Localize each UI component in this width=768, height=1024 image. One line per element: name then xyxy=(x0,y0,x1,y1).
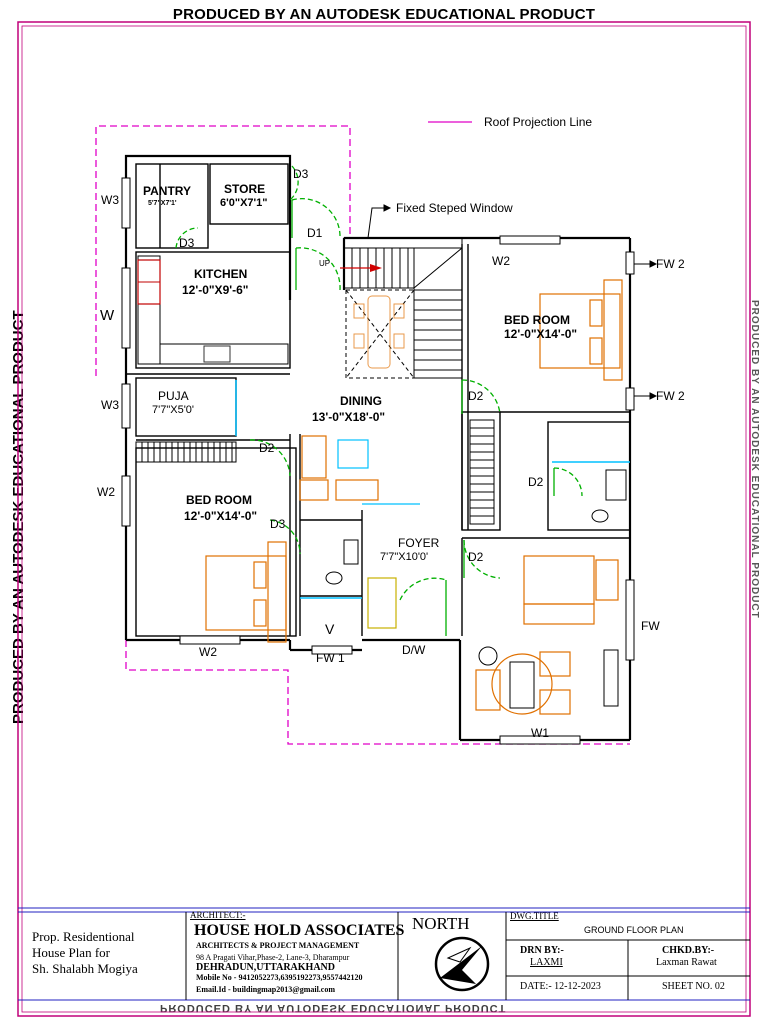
bedroom2-size: 12'-0"X14'-0" xyxy=(504,327,578,341)
dining-table-icon xyxy=(353,295,405,369)
sheet-border xyxy=(17,21,751,1017)
window-fw2 xyxy=(625,251,635,275)
bedroom1-label: BED ROOM xyxy=(186,493,252,507)
window-w xyxy=(121,267,131,349)
toilet-icon xyxy=(591,509,609,523)
shoe-rack-icon xyxy=(367,577,397,629)
window-w3 xyxy=(121,177,131,229)
stair-up-label: UP xyxy=(319,259,331,268)
bed-icon xyxy=(205,541,287,643)
door-label: D2 xyxy=(468,550,484,564)
kitchen-label: KITCHEN xyxy=(194,267,248,281)
window-label: FW 2 xyxy=(656,389,685,403)
window-label: FW 1 xyxy=(316,651,345,665)
sheet-number: SHEET NO. 02 xyxy=(662,981,725,992)
door-label: D3 xyxy=(293,167,309,181)
window-w3 xyxy=(121,383,131,429)
firm-address: 98 A Pragati Vihar,Phase-2, Lane-3, Dhar… xyxy=(196,953,350,962)
toilet-icon xyxy=(325,571,343,585)
door-swings xyxy=(175,165,583,601)
firm-email: Email.Id - buildingmap2013@gmail.com xyxy=(196,985,336,994)
firm-city: DEHRADUN,UTTARAKHAND xyxy=(196,962,335,973)
window-label: FW xyxy=(641,619,660,633)
window-fw2 xyxy=(625,387,635,411)
watermark-top: PRODUCED BY AN AUTODESK EDUCATIONAL PROD… xyxy=(172,6,596,23)
window-w2 xyxy=(499,235,561,245)
door-window-label: D/W xyxy=(402,643,426,657)
window-label: W2 xyxy=(97,485,115,499)
door-label: D2 xyxy=(259,441,275,455)
window-label: FW 2 xyxy=(656,257,685,271)
north-label: NORTH xyxy=(412,914,470,933)
legend-roof-label: Roof Projection Line xyxy=(484,115,593,129)
washbasin-icon xyxy=(605,469,627,501)
store-label: STORE xyxy=(224,182,266,196)
firm-tagline: ARCHITECTS & PROJECT MANAGEMENT xyxy=(196,941,360,950)
bedroom2-label: BED ROOM xyxy=(504,313,570,327)
window-label: W2 xyxy=(492,254,510,268)
project-line: House Plan for xyxy=(32,945,110,960)
firm-mobile: Mobile No - 9412052273,6395192273,955744… xyxy=(196,973,363,982)
kitchen-size: 12'-0"X9'-6" xyxy=(182,283,249,297)
door-label: D2 xyxy=(528,475,544,489)
interior-walls xyxy=(126,163,631,637)
ventilator-label: V xyxy=(325,621,335,637)
door-label: D3 xyxy=(270,517,286,531)
foyer-size: 7'7"X10'0' xyxy=(380,551,429,563)
date-field: DATE:- 12-12-2023 xyxy=(520,981,601,992)
pantry-size: 5'7"X7'1' xyxy=(148,200,177,207)
window-fw1 xyxy=(311,645,353,655)
wardrobe-hatch xyxy=(135,419,495,525)
project-line: Sh. Shalabh Mogiya xyxy=(32,961,138,976)
washbasin-icon xyxy=(343,539,359,565)
window-label: W xyxy=(100,307,115,324)
door-label: D1 xyxy=(307,226,323,240)
project-title: Prop. Residentional House Plan for Sh. S… xyxy=(32,929,138,977)
window-label: W2 xyxy=(199,645,217,659)
legend-fixed-window-label: Fixed Steped Window xyxy=(396,201,513,215)
sheet-inner-border xyxy=(21,25,747,1013)
window-label: W3 xyxy=(101,193,119,207)
window-w2 xyxy=(179,635,241,645)
checked-by-value: Laxman Rawat xyxy=(656,957,717,968)
bed-icon xyxy=(539,279,623,381)
roof-projection-lines xyxy=(95,125,630,745)
foyer-label: FOYER xyxy=(398,536,440,550)
sofa-icon xyxy=(523,555,619,625)
dining-label: DINING xyxy=(340,394,382,408)
window-label: W1 xyxy=(531,726,549,740)
store-size: 6'0"X7'1" xyxy=(220,197,268,209)
pantry-label: PANTRY xyxy=(143,184,191,198)
console-icon xyxy=(603,649,619,707)
sofa-icon xyxy=(299,435,379,501)
drawn-by-value: LAXMI xyxy=(530,957,563,968)
stove-icon xyxy=(203,345,231,363)
staircase xyxy=(343,237,463,379)
firm-name: HOUSE HOLD ASSOCIATES xyxy=(194,922,405,939)
living-sofa-icon xyxy=(475,651,571,715)
checked-by-label: CHKD.BY:- xyxy=(662,945,715,956)
architect-label: ARCHITECT:- xyxy=(190,910,246,920)
dwg-title: GROUND FLOOR PLAN xyxy=(584,925,684,935)
door-label: D3 xyxy=(179,236,195,250)
drawn-by-label: DRN BY:- xyxy=(520,945,564,956)
puja-size: 7'7"X5'0' xyxy=(152,404,195,416)
window-fw xyxy=(625,579,635,661)
door-label: D2 xyxy=(468,389,484,403)
project-line: Prop. Residentional xyxy=(32,929,135,944)
dwg-title-label: DWG.TITLE xyxy=(510,911,559,921)
window-w1 xyxy=(499,735,581,745)
stair-arrow-icon xyxy=(370,264,382,272)
puja-label: PUJA xyxy=(158,389,189,403)
dining-table-top xyxy=(337,439,369,469)
planter-icon xyxy=(478,646,498,666)
tv-unit-icon xyxy=(509,661,535,709)
window-label: W3 xyxy=(101,398,119,412)
north-arrow-icon xyxy=(434,936,490,992)
bedroom1-size: 12'-0"X14'-0" xyxy=(184,509,258,523)
kitchen-counter xyxy=(137,255,289,365)
window-w2 xyxy=(121,475,131,527)
dining-size: 13'-0"X18'-0" xyxy=(312,410,386,424)
